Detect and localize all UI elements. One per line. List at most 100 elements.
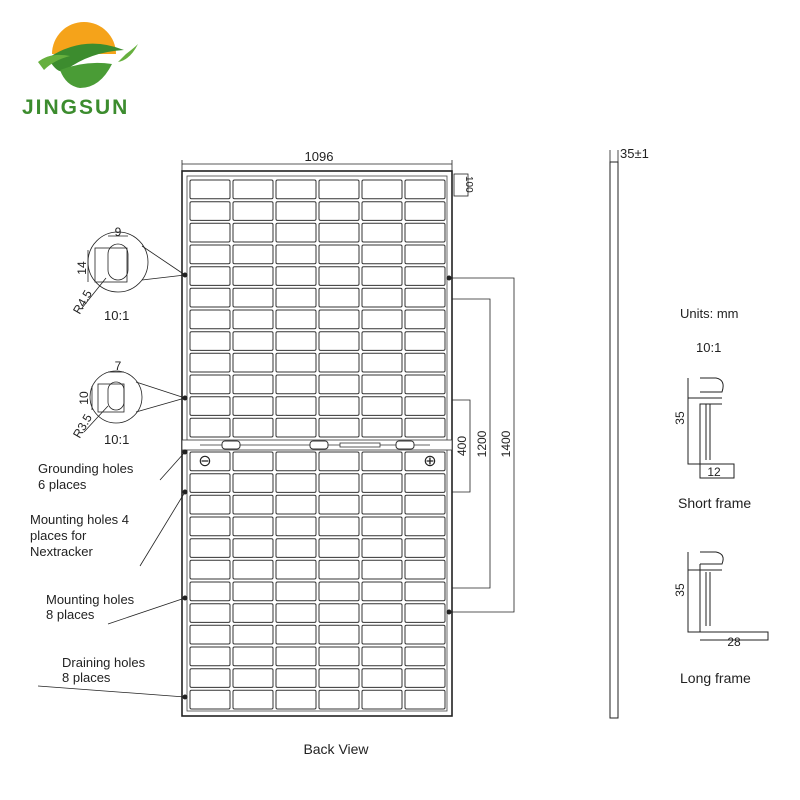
junction-box <box>395 440 415 450</box>
callout-nextracker-line1: Mounting holes 4 <box>30 512 129 527</box>
solar-cell <box>232 244 274 265</box>
solar-cell <box>232 396 274 416</box>
solar-cell <box>232 331 274 351</box>
solar-cell <box>318 396 360 416</box>
solar-cell <box>318 646 360 667</box>
solar-cell <box>275 287 317 308</box>
solar-cell <box>361 581 403 602</box>
solar-cell <box>189 201 231 221</box>
panel-cell-grid <box>189 179 446 710</box>
solar-cell <box>232 668 274 688</box>
solar-cell <box>404 352 446 373</box>
solar-cell <box>361 538 403 558</box>
solar-cell <box>404 266 446 286</box>
callout-grounding-line2: 6 places <box>38 477 87 492</box>
brand-name: JINGSUN <box>22 96 130 119</box>
solar-cell <box>189 473 231 493</box>
callout-grounding-line1: Grounding holes <box>38 461 134 476</box>
callout-nextracker-line2: places for <box>30 528 87 543</box>
solar-cell <box>361 201 403 221</box>
solar-cell <box>275 451 317 472</box>
solar-cell <box>361 309 403 330</box>
corner-dimension: 100 <box>463 176 474 193</box>
solar-cell <box>361 603 403 623</box>
solar-cell <box>275 374 317 395</box>
detail1-height: 14 <box>75 261 89 275</box>
units-label: Units: mm <box>680 306 739 321</box>
detail1-scale: 10:1 <box>104 308 129 323</box>
solar-cell <box>275 473 317 493</box>
solar-cell <box>404 451 446 472</box>
solar-cell <box>404 538 446 558</box>
solar-cell <box>361 352 403 373</box>
callout-draining-line1: Draining holes <box>62 655 146 670</box>
junction-box <box>309 440 329 450</box>
solar-cell <box>189 309 231 330</box>
solar-cell <box>189 417 231 438</box>
solar-cell <box>275 352 317 373</box>
solar-cell <box>361 244 403 265</box>
solar-cell <box>232 646 274 667</box>
solar-cell <box>318 222 360 243</box>
solar-cell <box>189 179 231 200</box>
solar-cell <box>361 417 403 438</box>
solar-cell <box>318 287 360 308</box>
solar-cell <box>275 244 317 265</box>
solar-cell <box>404 624 446 645</box>
solar-cell <box>318 581 360 602</box>
solar-cell <box>404 396 446 416</box>
dim-1200-bracket <box>452 298 491 589</box>
solar-cell <box>275 646 317 667</box>
solar-cell <box>361 668 403 688</box>
solar-cell <box>404 494 446 515</box>
solar-cell <box>318 244 360 265</box>
solar-cell <box>404 244 446 265</box>
solar-cell <box>361 689 403 710</box>
solar-cell <box>189 624 231 645</box>
detail2-height: 10 <box>77 391 91 405</box>
detail2-radius: R3.5 <box>70 411 95 440</box>
solar-cell <box>232 624 274 645</box>
solar-cell <box>189 374 231 395</box>
hole-marker <box>446 275 452 281</box>
solar-cell <box>404 603 446 623</box>
solar-cell <box>232 309 274 330</box>
solar-cell <box>189 646 231 667</box>
solar-cell <box>275 494 317 515</box>
solar-cell <box>189 603 231 623</box>
solar-cell <box>318 451 360 472</box>
solar-cell <box>189 559 231 580</box>
dim-400-bracket <box>452 399 471 493</box>
solar-cell <box>361 222 403 243</box>
solar-cell <box>318 309 360 330</box>
solar-cell <box>275 624 317 645</box>
solar-cell <box>404 646 446 667</box>
solar-cell <box>189 538 231 558</box>
detail1-width: 9 <box>115 225 122 239</box>
solar-cell <box>232 352 274 373</box>
solar-cell <box>232 538 274 558</box>
solar-cell <box>404 516 446 537</box>
solar-cell <box>318 201 360 221</box>
solar-cell <box>318 668 360 688</box>
solar-cell <box>318 603 360 623</box>
solar-cell <box>232 417 274 438</box>
short-frame-profile <box>687 377 735 479</box>
solar-cell <box>189 451 231 472</box>
solar-cell <box>189 266 231 286</box>
solar-cell <box>275 396 317 416</box>
solar-cell <box>232 494 274 515</box>
solar-cell <box>275 309 317 330</box>
solar-cell <box>318 538 360 558</box>
solar-cell <box>232 451 274 472</box>
solar-cell <box>404 374 446 395</box>
thickness-dimension: 35±1 <box>620 146 649 161</box>
solar-cell <box>404 417 446 438</box>
solar-cell <box>275 417 317 438</box>
solar-cell <box>361 624 403 645</box>
detail1-radius: R4.5 <box>70 287 95 316</box>
solar-cell <box>404 668 446 688</box>
solar-cell <box>318 473 360 493</box>
hole-detail-2 <box>83 370 186 433</box>
solar-cell <box>318 374 360 395</box>
